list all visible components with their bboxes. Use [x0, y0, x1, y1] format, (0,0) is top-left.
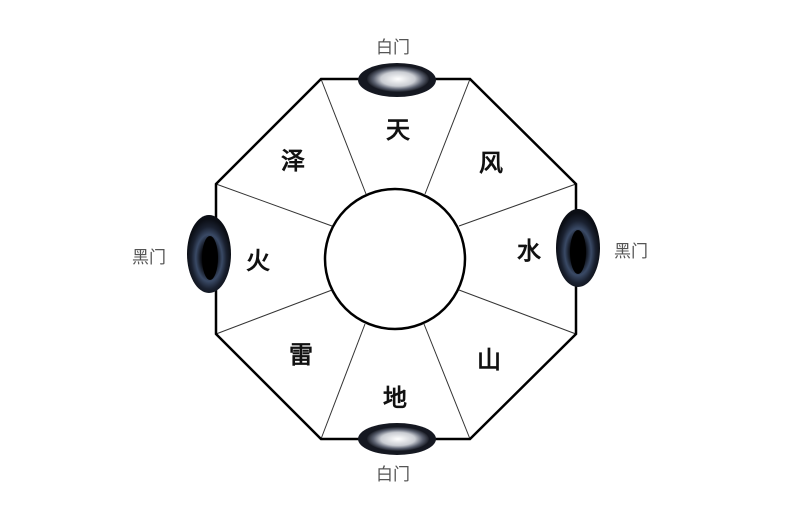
trigram-lei: 雷 [289, 340, 313, 369]
trigram-ze: 泽 [281, 146, 305, 175]
white-gate-bottom [358, 423, 436, 455]
gate-label-right: 黑门 [614, 242, 648, 262]
white-gate-top [358, 63, 436, 97]
gate-label-bottom: 白门 [376, 465, 410, 485]
trigram-tian: 天 [386, 115, 410, 144]
trigram-shan: 山 [477, 345, 501, 374]
center-circle [323, 187, 467, 331]
gate-label-top: 白门 [376, 38, 410, 58]
gate-label-left: 黑门 [132, 248, 166, 268]
trigram-shui: 水 [517, 236, 541, 265]
sector-dividers [215, 78, 577, 440]
trigram-huo: 火 [246, 246, 270, 275]
trigram-di: 地 [383, 383, 407, 412]
black-gate-left [187, 215, 231, 293]
black-gate-right [556, 209, 600, 287]
trigram-feng: 风 [479, 148, 503, 177]
